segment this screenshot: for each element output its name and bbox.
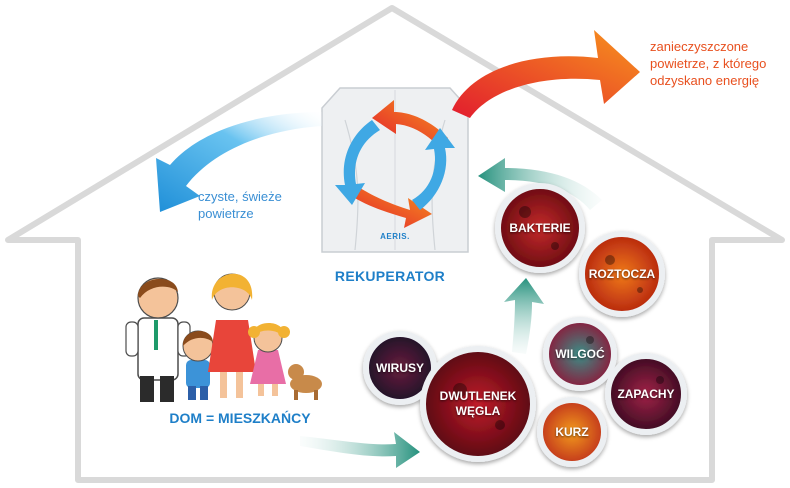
bubble-co2 — [420, 346, 536, 462]
internal-fresh-arrow-left — [335, 120, 380, 205]
zapachy-label: ZAPACHY — [617, 386, 675, 401]
recuperator-label: REKUPERATOR — [334, 268, 446, 284]
father-figure — [125, 277, 191, 402]
exhaust-air-label: zanieczyszczone powietrze, z którego odz… — [650, 39, 767, 88]
flow-arrow-to-recuperator — [478, 158, 602, 210]
mother-figure — [208, 273, 256, 398]
device-brand-label: AERIS. — [380, 232, 410, 241]
bakterie-label: BAKTERIE — [509, 220, 571, 235]
girl-figure — [248, 323, 290, 396]
internal-exhaust-arrow — [350, 188, 432, 228]
roztocza-label: ROZTOCZA — [588, 266, 656, 281]
home-residents-label: DOM = MIESZKAŃCY — [169, 410, 311, 426]
co2-label: DWUTLENEK WĘGLA — [439, 389, 517, 418]
internal-exhaust-arrow-top — [372, 100, 448, 148]
bubble-bakterie — [495, 183, 585, 273]
bubble-wilgoc — [543, 317, 617, 391]
bubble-kurz — [537, 397, 607, 467]
family-illustration — [125, 273, 322, 402]
bubble-roztocza — [579, 231, 665, 317]
flow-arrow-up — [504, 278, 544, 354]
fresh-air-label: czyste, świeże powietrze — [198, 189, 282, 221]
bubble-zapachy — [605, 353, 687, 435]
dog-figure — [288, 364, 322, 400]
flow-arrow-home-to-pollutants — [300, 432, 420, 468]
internal-fresh-arrow-right — [412, 128, 455, 210]
recuperator-unit — [321, 87, 469, 253]
fresh-air-arrow — [156, 112, 322, 212]
wilgoc-label: WILGOĆ — [555, 346, 605, 361]
kurz-label: KURZ — [555, 424, 589, 439]
exhaust-air-arrow — [452, 30, 640, 118]
wirusy-label: WIRUSY — [376, 360, 424, 375]
